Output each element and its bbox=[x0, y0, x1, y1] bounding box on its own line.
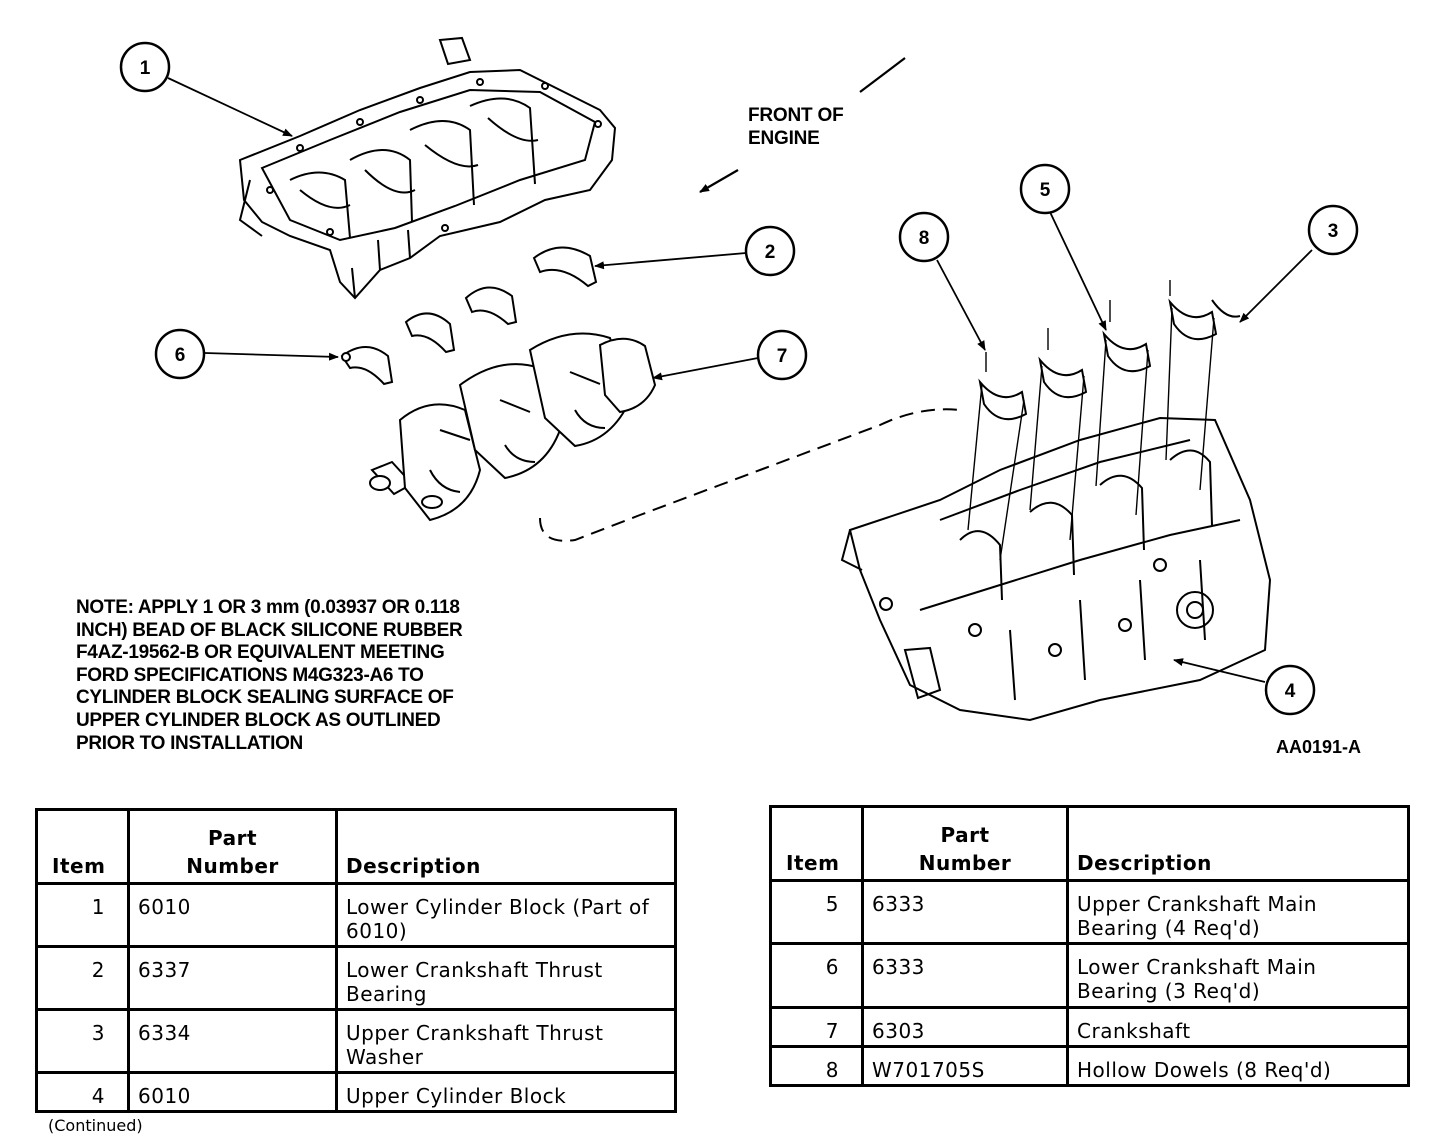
part-header-line-1: Part bbox=[940, 823, 990, 847]
callout-4: 4 bbox=[1264, 664, 1316, 716]
item-cell: 2 bbox=[35, 945, 130, 1011]
note-line: UPPER CYLINDER BLOCK AS OUTLINED bbox=[76, 709, 441, 731]
table-header-row: Item Part Number Description bbox=[769, 805, 1410, 882]
table-row: 3 6334 Upper Crankshaft Thrust Washer bbox=[35, 1008, 677, 1074]
note-line: NOTE: APPLY 1 OR 3 mm (0.03937 OR 0.118 bbox=[76, 597, 460, 618]
upper-cylinder-block-drawing bbox=[840, 416, 1272, 722]
leader-lines bbox=[167, 77, 1313, 683]
table-row: 6 6333 Lower Crankshaft Main Bearing (3 … bbox=[769, 942, 1410, 1009]
callout-7: 7 bbox=[756, 329, 808, 381]
item-header: Item bbox=[769, 805, 864, 882]
description-cell: Crankshaft bbox=[1066, 1006, 1410, 1048]
description-cell: Lower Crankshaft Main Bearing (3 Req'd) bbox=[1066, 942, 1410, 1009]
table-header-row: Item Part Number Description bbox=[35, 808, 677, 885]
callout-1: 1 bbox=[119, 41, 171, 93]
part-number-header: Part Number bbox=[127, 808, 338, 885]
figure-id: AA0191-A bbox=[1276, 737, 1362, 757]
description-cell: Hollow Dowels (8 Req'd) bbox=[1066, 1045, 1410, 1087]
part-number-cell: 6334 bbox=[127, 1008, 338, 1074]
part-number-cell: 6333 bbox=[861, 879, 1069, 945]
note-line: INCH) BEAD OF BLACK SILICONE RUBBER bbox=[76, 619, 463, 641]
svg-text:8: 8 bbox=[919, 228, 930, 249]
svg-text:2: 2 bbox=[765, 242, 776, 263]
part-number-cell: 6337 bbox=[127, 945, 338, 1011]
svg-text:6: 6 bbox=[175, 345, 186, 366]
item-cell: 3 bbox=[35, 1008, 130, 1074]
description-cell: Lower Cylinder Block (Part of 6010) bbox=[335, 882, 677, 948]
front-label-line-2: ENGINE bbox=[748, 128, 820, 149]
continued-note: (Continued) bbox=[48, 1116, 143, 1135]
part-header-line-1: Part bbox=[207, 826, 258, 850]
svg-text:4: 4 bbox=[1285, 681, 1296, 702]
description-header: Description bbox=[1066, 805, 1410, 882]
note-line: PRIOR TO INSTALLATION bbox=[76, 732, 303, 754]
parts-table-left: Item Part Number Description 1 6010 Lowe… bbox=[35, 808, 677, 1113]
part-number-cell: 6010 bbox=[127, 882, 338, 948]
item-cell: 5 bbox=[769, 879, 864, 945]
part-header-line-2: Number bbox=[918, 851, 1012, 875]
item-cell: 1 bbox=[35, 882, 130, 948]
crankshaft-drawing bbox=[369, 332, 657, 522]
callout-2: 2 bbox=[744, 225, 796, 277]
note-line: FORD SPECIFICATIONS M4G323-A6 TO bbox=[76, 664, 424, 686]
front-of-engine-label: FRONT OF ENGINE bbox=[748, 104, 844, 150]
table-row: 4 6010 Upper Cylinder Block bbox=[35, 1071, 677, 1113]
table-row: 2 6337 Lower Crankshaft Thrust Bearing bbox=[35, 945, 677, 1011]
front-label-line-1: FRONT OF bbox=[748, 105, 844, 126]
description-cell: Upper Cylinder Block bbox=[335, 1071, 677, 1113]
front-of-engine-arrow bbox=[699, 57, 906, 193]
svg-text:7: 7 bbox=[777, 346, 788, 367]
description-cell: Upper Crankshaft Thrust Washer bbox=[335, 1008, 677, 1074]
table-row: 5 6333 Upper Crankshaft Main Bearing (4 … bbox=[769, 879, 1410, 945]
description-cell: Lower Crankshaft Thrust Bearing bbox=[335, 945, 677, 1011]
upper-main-bearings-drawing bbox=[978, 298, 1241, 421]
bearing-shells-drawing bbox=[340, 246, 598, 386]
part-header-line-2: Number bbox=[186, 854, 279, 878]
svg-text:5: 5 bbox=[1040, 180, 1051, 201]
item-header: Item bbox=[35, 808, 130, 885]
part-number-header: Part Number bbox=[861, 805, 1069, 882]
sealant-note: NOTE: APPLY 1 OR 3 mm (0.03937 OR 0.118 … bbox=[76, 597, 596, 755]
description-header: Description bbox=[335, 808, 677, 885]
item-cell: 7 bbox=[769, 1006, 864, 1048]
part-number-cell: 6333 bbox=[861, 942, 1069, 1009]
assembly-path bbox=[539, 408, 961, 542]
table-row: 8 W701705S Hollow Dowels (8 Req'd) bbox=[769, 1045, 1410, 1087]
lower-cylinder-block-drawing bbox=[238, 36, 617, 300]
callout-8: 8 bbox=[898, 211, 950, 263]
svg-text:3: 3 bbox=[1328, 221, 1339, 242]
part-number-cell: 6010 bbox=[127, 1071, 338, 1113]
item-cell: 8 bbox=[769, 1045, 864, 1087]
table-row: 7 6303 Crankshaft bbox=[769, 1006, 1410, 1048]
callout-3: 3 bbox=[1307, 204, 1359, 256]
parts-table-right: Item Part Number Description 5 6333 Uppe… bbox=[769, 805, 1410, 1087]
callout-6: 6 bbox=[154, 328, 206, 380]
item-cell: 4 bbox=[35, 1071, 130, 1113]
note-line: F4AZ-19562-B OR EQUIVALENT MEETING bbox=[76, 642, 445, 664]
table-row: 1 6010 Lower Cylinder Block (Part of 601… bbox=[35, 882, 677, 948]
description-cell: Upper Crankshaft Main Bearing (4 Req'd) bbox=[1066, 879, 1410, 945]
svg-text:1: 1 bbox=[140, 58, 151, 79]
note-line: CYLINDER BLOCK SEALING SURFACE OF bbox=[76, 687, 454, 709]
callout-5: 5 bbox=[1019, 163, 1071, 215]
part-number-cell: W701705S bbox=[861, 1045, 1069, 1087]
part-number-cell: 6303 bbox=[861, 1006, 1069, 1048]
alignment-lines bbox=[967, 280, 1215, 561]
item-cell: 6 bbox=[769, 942, 864, 1009]
